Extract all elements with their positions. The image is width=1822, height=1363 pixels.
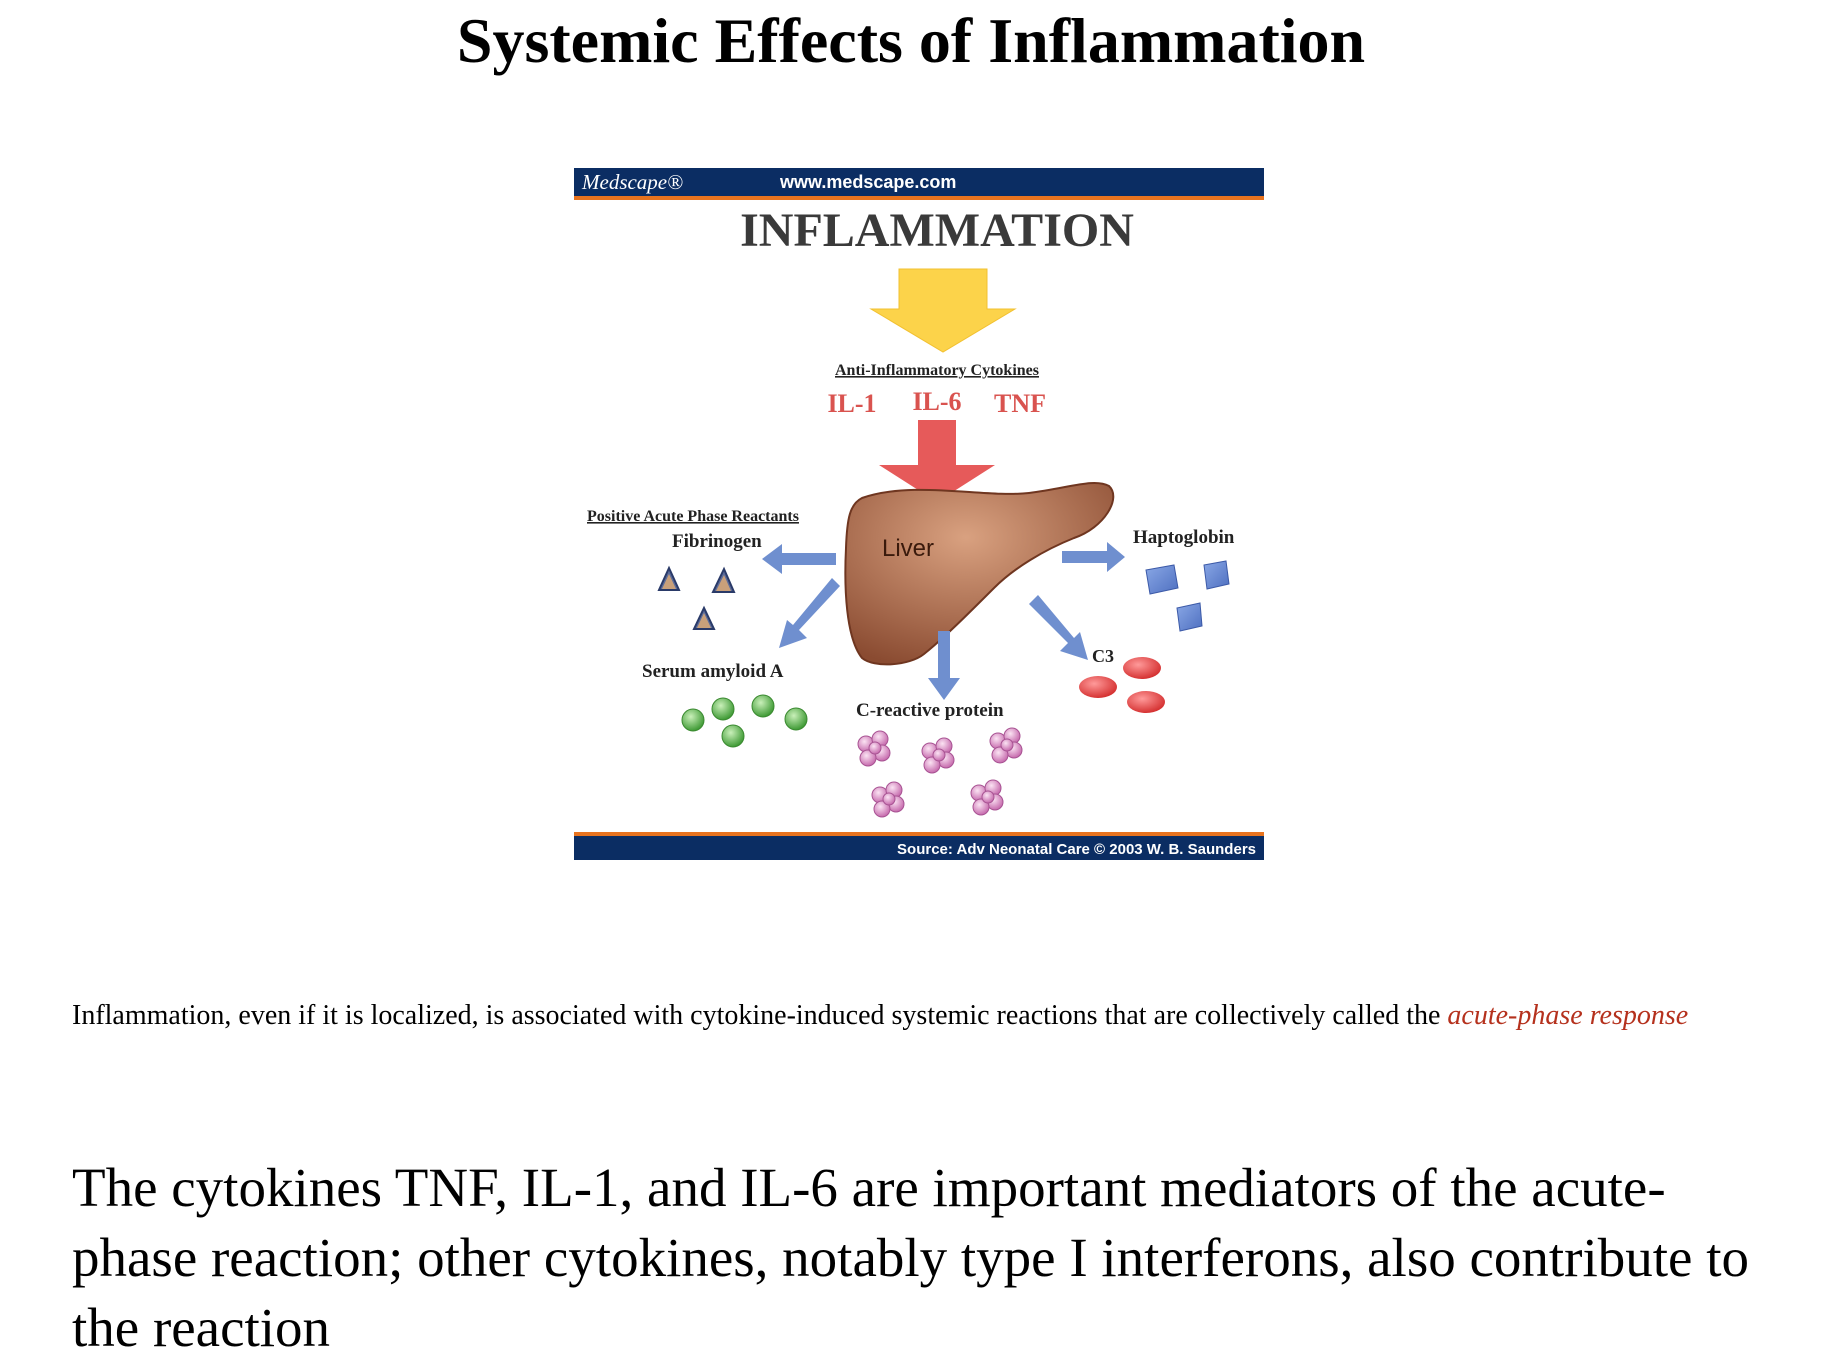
body-paragraph: The cytokines TNF, IL-1, and IL-6 are im… [72, 1157, 1749, 1358]
fibrinogen-label: Fibrinogen [672, 531, 762, 552]
cytokine-tnf: TNF [994, 389, 1046, 418]
inflammation-figure: Medscape® www.medscape.com INFLAMMATION … [574, 168, 1264, 860]
bottom-banner-stripe [574, 832, 1264, 836]
medscape-url: www.medscape.com [779, 172, 956, 192]
cytokine-il6: IL-6 [912, 387, 961, 416]
acute-phase-term: acute-phase response [1447, 1000, 1689, 1031]
cytokines-header: Anti-Inflammatory Cytokines [835, 362, 1039, 379]
fibrinogen-triangles [657, 565, 736, 630]
serum-amyloid-arrow [779, 578, 840, 648]
fibrinogen-arrow [762, 544, 836, 574]
haptoglobin-cubes [1145, 560, 1230, 632]
reactants-header: Positive Acute Phase Reactants [587, 508, 799, 525]
top-banner [574, 168, 1264, 196]
medscape-logo: Medscape® [581, 170, 683, 194]
liver-label: Liver [882, 535, 934, 562]
c3-label: C3 [1092, 646, 1114, 666]
c3-arrow [1029, 595, 1088, 660]
crp-arrow [928, 631, 960, 700]
figure-source: Source: Adv Neonatal Care © 2003 W. B. S… [897, 841, 1256, 858]
top-banner-stripe [574, 196, 1264, 200]
yellow-down-arrow [869, 268, 1017, 353]
serum-amyloid-label: Serum amyloid A [642, 661, 784, 682]
cytokine-il1: IL-1 [827, 389, 876, 418]
serum-amyloid-spheres [681, 694, 808, 748]
red-down-arrow [879, 420, 995, 502]
haptoglobin-arrow [1062, 542, 1125, 572]
haptoglobin-label: Haptoglobin [1133, 527, 1235, 548]
c3-discs [1079, 657, 1165, 713]
caption: Inflammation, even if it is localized, i… [72, 998, 1772, 1034]
caption-text: Inflammation, even if it is localized, i… [72, 1000, 1448, 1031]
liver-organ [844, 482, 1115, 666]
slide-title: Systemic Effects of Inflammation [456, 5, 1366, 76]
crp-clusters [857, 727, 1023, 818]
bottom-banner [574, 836, 1264, 860]
figure-heading: INFLAMMATION [740, 204, 1134, 257]
crp-label: C-reactive protein [856, 700, 1004, 721]
